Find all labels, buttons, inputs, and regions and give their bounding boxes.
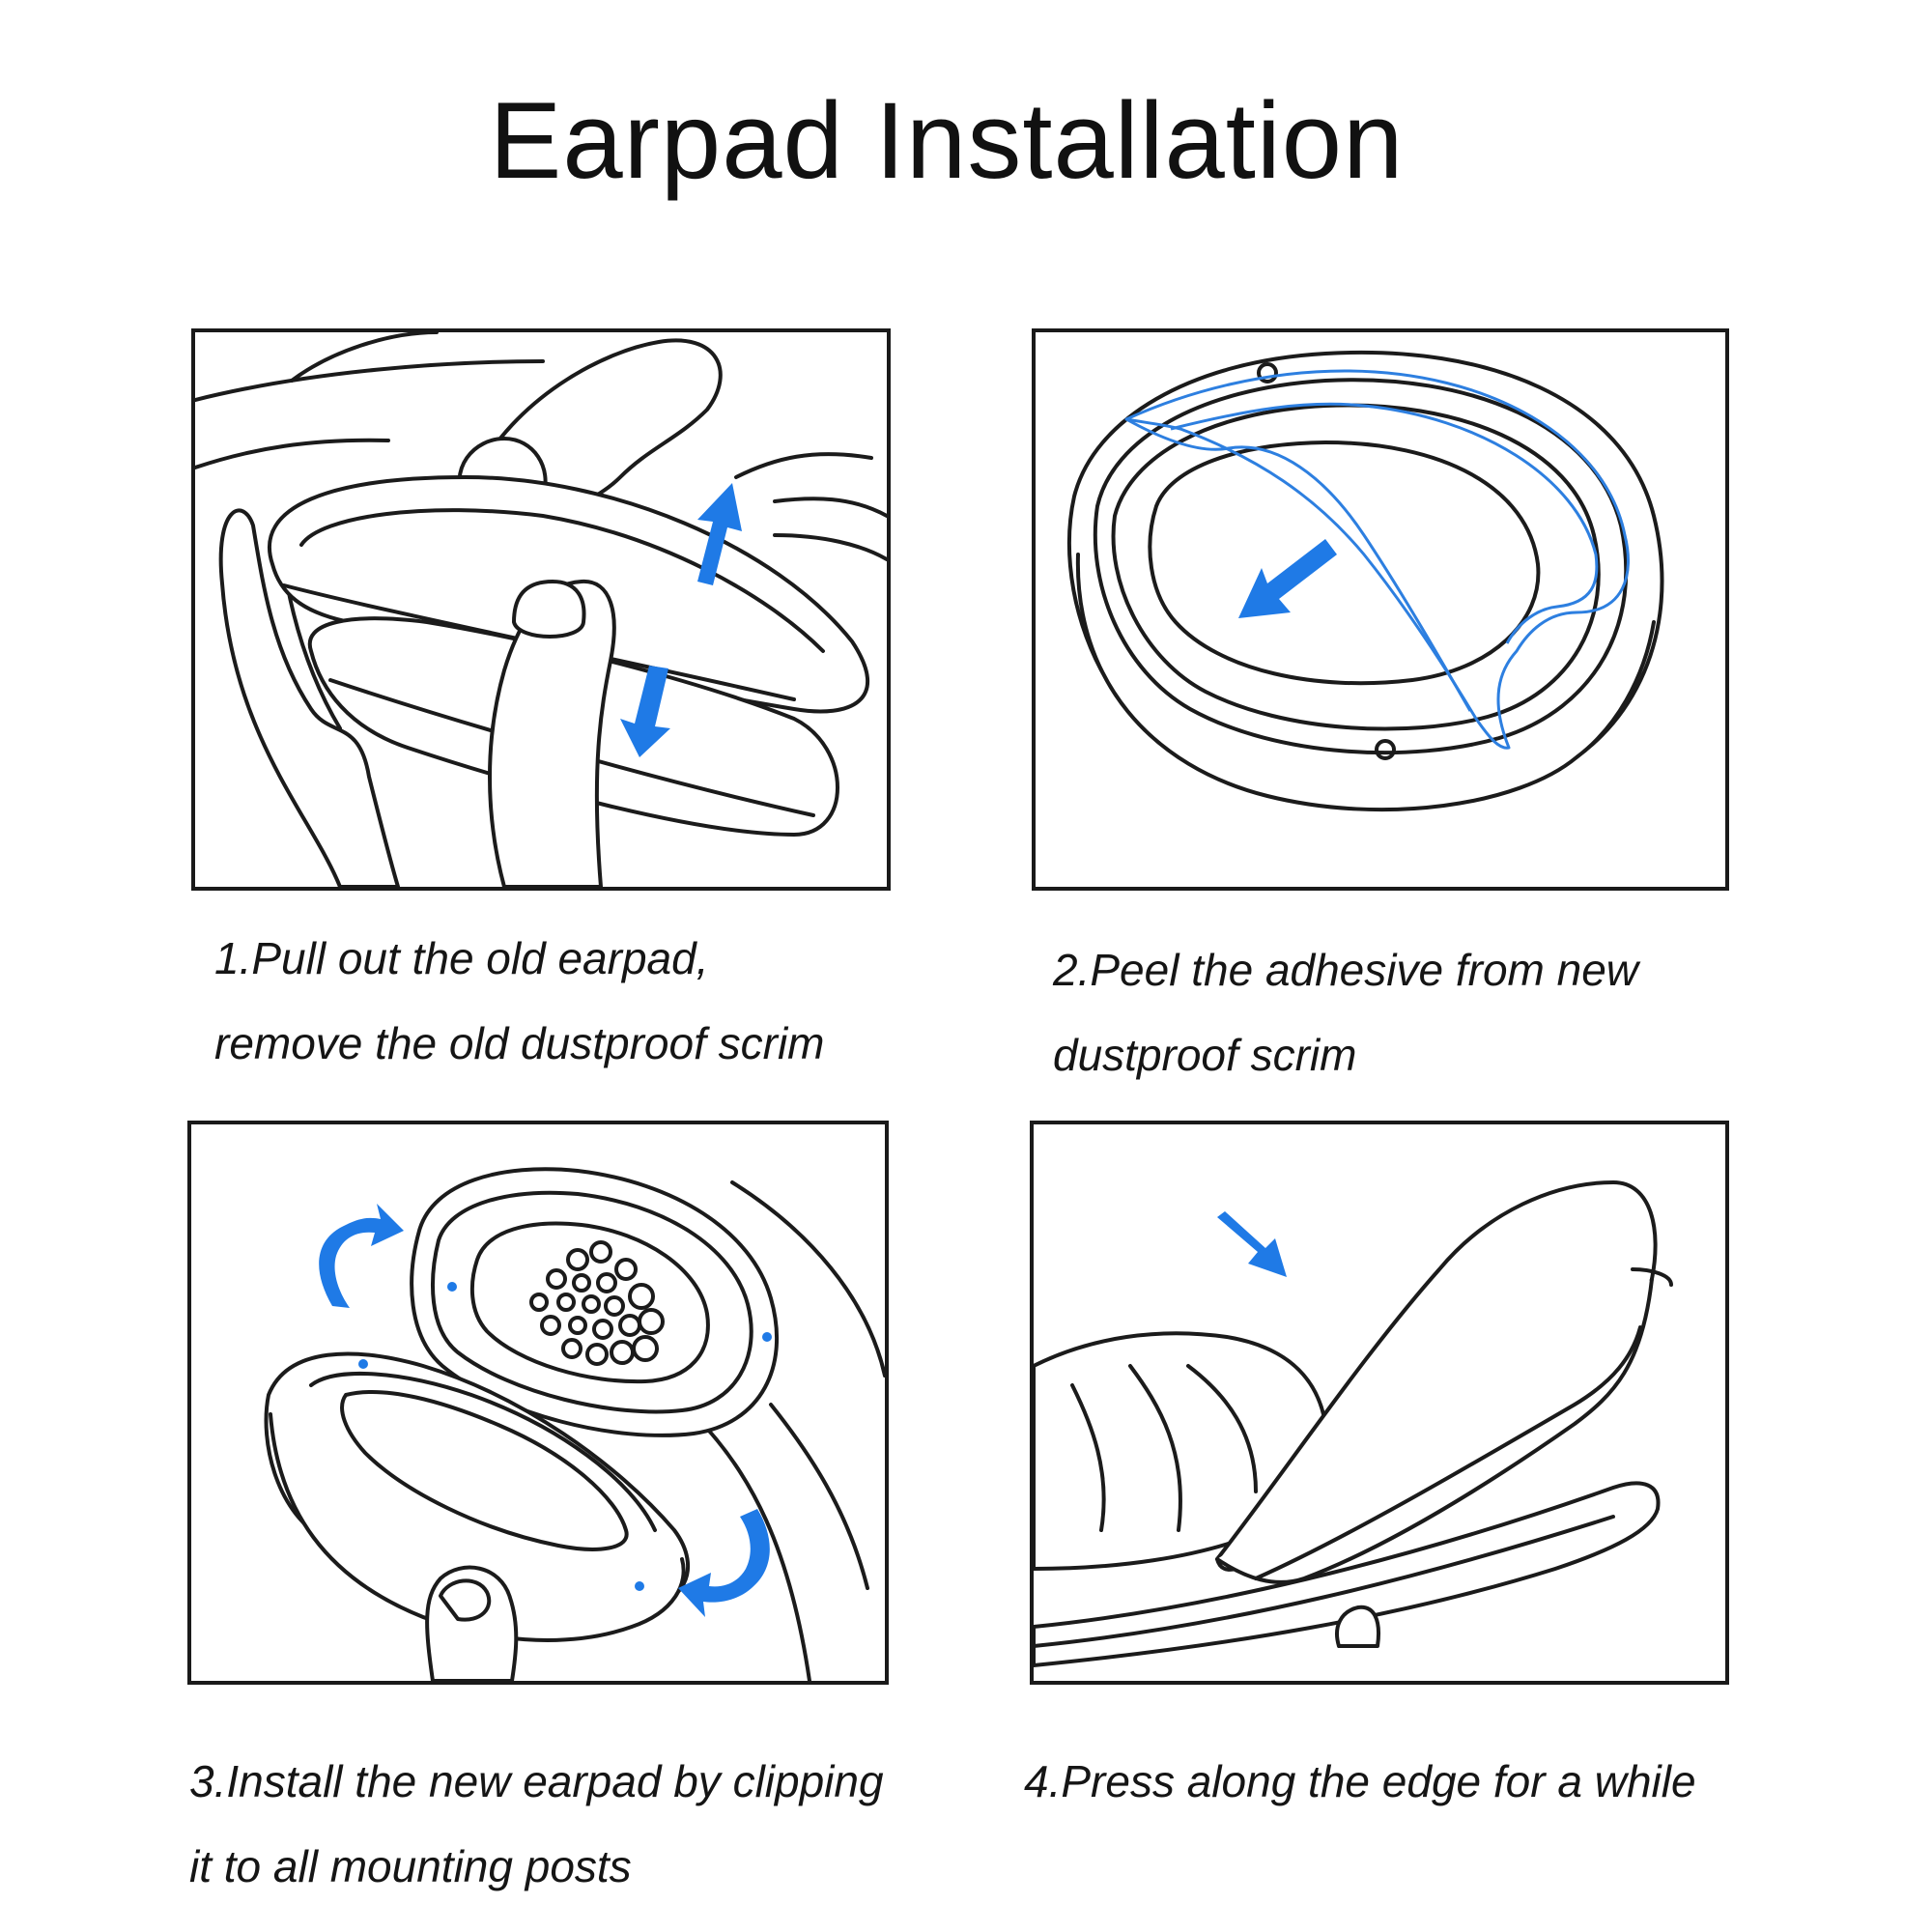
step-3-illustration — [187, 1121, 889, 1685]
speaker-grille-icon — [529, 1240, 665, 1366]
step-1-line-2: remove the old dustproof scrim — [214, 1018, 825, 1068]
step-1-caption: 1.Pull out the old earpad, remove the ol… — [214, 916, 825, 1086]
page-title: Earpad Installation — [489, 80, 1405, 201]
curved-arrow-left-icon — [678, 1509, 770, 1617]
pull-out-earpad-drawing — [195, 332, 887, 887]
step-3-line-2: it to all mounting posts — [189, 1841, 632, 1891]
curved-arrow-right-icon — [319, 1204, 404, 1308]
arrow-down-right-icon — [1217, 1211, 1287, 1277]
step-2-line-2: dustproof scrim — [1053, 1030, 1357, 1080]
step-4-caption: 4.Press along the edge for a while — [1024, 1739, 1696, 1824]
step-3-line-1: 3.Install the new earpad by clipping — [189, 1756, 884, 1806]
step-2-illustration — [1032, 328, 1729, 891]
arrow-down-icon — [620, 666, 670, 757]
arrow-down-left-icon — [1238, 539, 1337, 618]
step-2-line-1: 2.Peel the adhesive from new — [1053, 945, 1639, 995]
step-3-caption: 3.Install the new earpad by clipping it … — [189, 1739, 884, 1909]
step-4-illustration — [1030, 1121, 1729, 1685]
step-1-line-1: 1.Pull out the old earpad, — [214, 933, 709, 983]
install-earpad-drawing — [264, 1167, 885, 1681]
step-1-illustration — [191, 328, 891, 891]
step-2-caption: 2.Peel the adhesive from new dustproof s… — [1053, 927, 1638, 1097]
press-edge-drawing — [1034, 1180, 1673, 1667]
peel-adhesive-drawing — [1066, 350, 1664, 812]
arrow-up-icon — [697, 483, 742, 585]
step-4-line-1: 4.Press along the edge for a while — [1024, 1756, 1696, 1806]
